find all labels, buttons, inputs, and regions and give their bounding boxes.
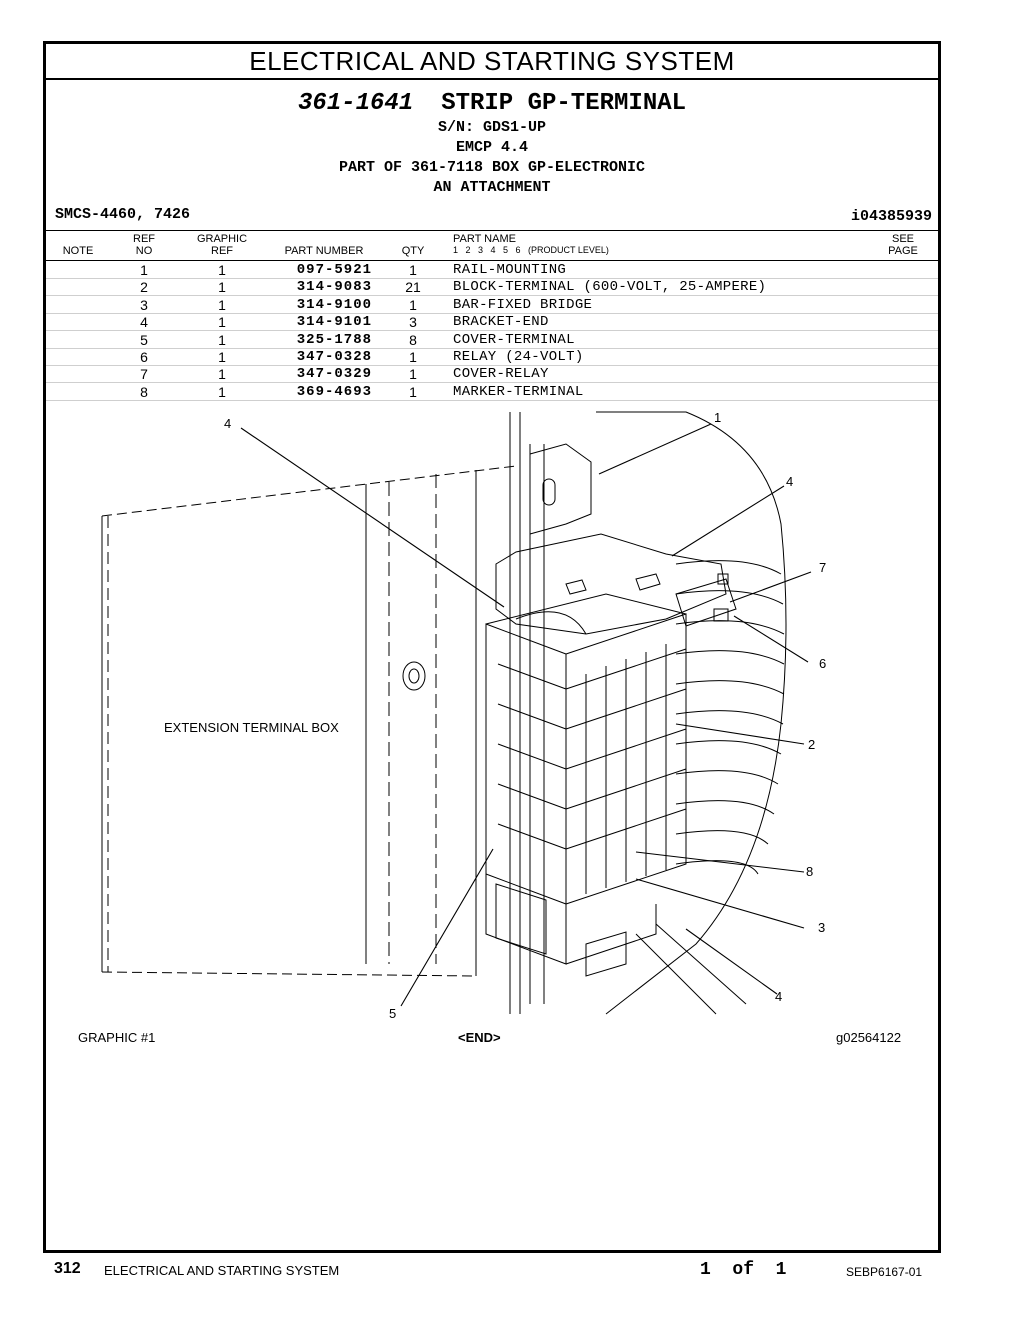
callout-4-top: 4 <box>224 416 232 431</box>
col-ref-bottom: NO <box>135 245 153 257</box>
part-name: MARKER-TERMINAL <box>453 383 584 400</box>
page-count: 1 of 1 <box>700 1260 787 1280</box>
callout-2: 2 <box>808 737 816 752</box>
serial-range: S/N: GDS1-UP <box>437 119 547 136</box>
ref-no: 1 <box>140 262 148 278</box>
graphic-ref: 1 <box>218 296 226 313</box>
table-row: 8 1 369-4693 1 MARKER-TERMINAL <box>46 383 938 401</box>
col-part-number: PART NUMBER <box>284 245 364 257</box>
quantity: 21 <box>405 279 421 296</box>
quantity: 1 <box>409 296 417 313</box>
part-number: 314-9083 <box>296 279 372 296</box>
part-header: 361-1641 STRIP GP-TERMINAL S/N: GDS1-UP E… <box>46 80 938 198</box>
terminal-strip-illustration <box>101 411 812 1015</box>
col-part-name: PART NAME <box>453 233 516 245</box>
ref-no: 2 <box>140 279 148 296</box>
section-title: ELECTRICAL AND STARTING SYSTEM <box>46 44 938 80</box>
graphic-ref: 1 <box>218 331 226 348</box>
col-graphic-bottom: REF <box>211 245 233 257</box>
callout-8: 8 <box>806 864 814 879</box>
graphic-ref: 1 <box>218 349 226 365</box>
col-ref-top: REF <box>133 233 155 245</box>
model-line: EMCP 4.4 <box>455 139 528 156</box>
quantity: 1 <box>409 383 417 400</box>
part-number: 314-9100 <box>296 296 372 313</box>
ref-no: 7 <box>140 366 148 383</box>
part-name-title: STRIP GP-TERMINAL <box>441 90 687 117</box>
col-see-bottom: PAGE <box>888 245 918 257</box>
callout-7: 7 <box>819 560 827 575</box>
callout-4-right: 4 <box>786 474 794 489</box>
page-number: 312 <box>54 1260 81 1277</box>
ref-no: 4 <box>140 314 148 331</box>
col-note: NOTE <box>62 245 94 257</box>
graphic-ref: 1 <box>218 314 226 331</box>
table-row: 4 1 314-9101 3 BRACKET-END <box>46 313 938 332</box>
graphic-ref: 1 <box>218 279 226 296</box>
ref-no: 3 <box>140 296 148 313</box>
col-see-top: SEE <box>891 233 914 245</box>
ref-no: 5 <box>140 331 148 348</box>
graphic-ref: 1 <box>218 383 226 400</box>
table-row: 3 1 314-9100 1 BAR-FIXED BRIDGE <box>46 296 938 314</box>
callout-4-bottom: 4 <box>775 989 783 1004</box>
part-name: RAIL-MOUNTING <box>453 262 567 278</box>
col-graphic-top: GRAPHIC <box>196 233 248 245</box>
graphic-ref: 1 <box>218 262 226 278</box>
parent-assembly: PART OF 361-7118 BOX GP-ELECTRONIC <box>338 159 646 176</box>
graphic-id: g02564122 <box>836 1030 902 1045</box>
exploded-view-drawing: 4 1 4 7 6 2 8 3 4 5 EXTENSION TERMINAL B… <box>46 404 938 1044</box>
page-footer: 312 ELECTRICAL AND STARTING SYSTEM 1 of … <box>0 1255 1020 1295</box>
end-marker: <END> <box>458 1030 501 1045</box>
ref-no: 6 <box>140 349 148 365</box>
quantity: 3 <box>409 314 417 331</box>
col-product-level: 1 2 3 4 5 6 (PRODUCT LEVEL) <box>453 245 609 255</box>
quantity: 1 <box>409 262 417 278</box>
part-number: 097-5921 <box>296 262 372 278</box>
part-name: RELAY (24-VOLT) <box>453 349 584 365</box>
footer-section: ELECTRICAL AND STARTING SYSTEM <box>104 1263 340 1278</box>
part-name: COVER-TERMINAL <box>453 331 575 348</box>
smcs-code: SMCS-4460, 7426 <box>55 206 191 223</box>
parts-table-header: NOTE REF NO GRAPHIC REF PART NUMBER QTY … <box>46 230 938 261</box>
quantity: 8 <box>409 331 417 348</box>
graphic-label: GRAPHIC #1 <box>78 1030 156 1045</box>
part-title: 361-1641 STRIP GP-TERMINAL <box>46 90 938 118</box>
part-name: BRACKET-END <box>453 314 549 331</box>
extension-box-label: EXTENSION TERMINAL BOX <box>164 720 339 735</box>
ref-no: 8 <box>140 383 148 400</box>
callout-5: 5 <box>389 1006 397 1021</box>
part-number: 325-1788 <box>296 331 372 348</box>
callout-1: 1 <box>714 410 722 425</box>
part-number: 347-0328 <box>296 349 372 365</box>
callout-3: 3 <box>818 920 826 935</box>
part-name: BLOCK-TERMINAL (600-VOLT, 25-AMPERE) <box>453 279 767 296</box>
quantity: 1 <box>409 366 417 383</box>
table-row: 5 1 325-1788 8 COVER-TERMINAL <box>46 331 938 349</box>
table-row: 7 1 347-0329 1 COVER-RELAY <box>46 365 938 384</box>
col-qty: QTY <box>401 245 425 257</box>
attachment-line: AN ATTACHMENT <box>433 179 551 196</box>
callout-6: 6 <box>819 656 827 671</box>
graphic-ref: 1 <box>218 366 226 383</box>
document-id: SEBP6167-01 <box>846 1265 923 1279</box>
part-number-title: 361-1641 <box>297 90 414 117</box>
table-row: 6 1 347-0328 1 RELAY (24-VOLT) <box>46 348 938 366</box>
part-number: 369-4693 <box>296 383 372 400</box>
part-number: 314-9101 <box>296 314 372 331</box>
illustration-id: i04385939 <box>850 208 932 225</box>
table-row: 1 1 097-5921 1 RAIL-MOUNTING <box>46 261 938 279</box>
part-name: BAR-FIXED BRIDGE <box>453 296 593 313</box>
part-name: COVER-RELAY <box>453 366 549 383</box>
quantity: 1 <box>409 349 417 365</box>
part-number: 347-0329 <box>296 366 372 383</box>
